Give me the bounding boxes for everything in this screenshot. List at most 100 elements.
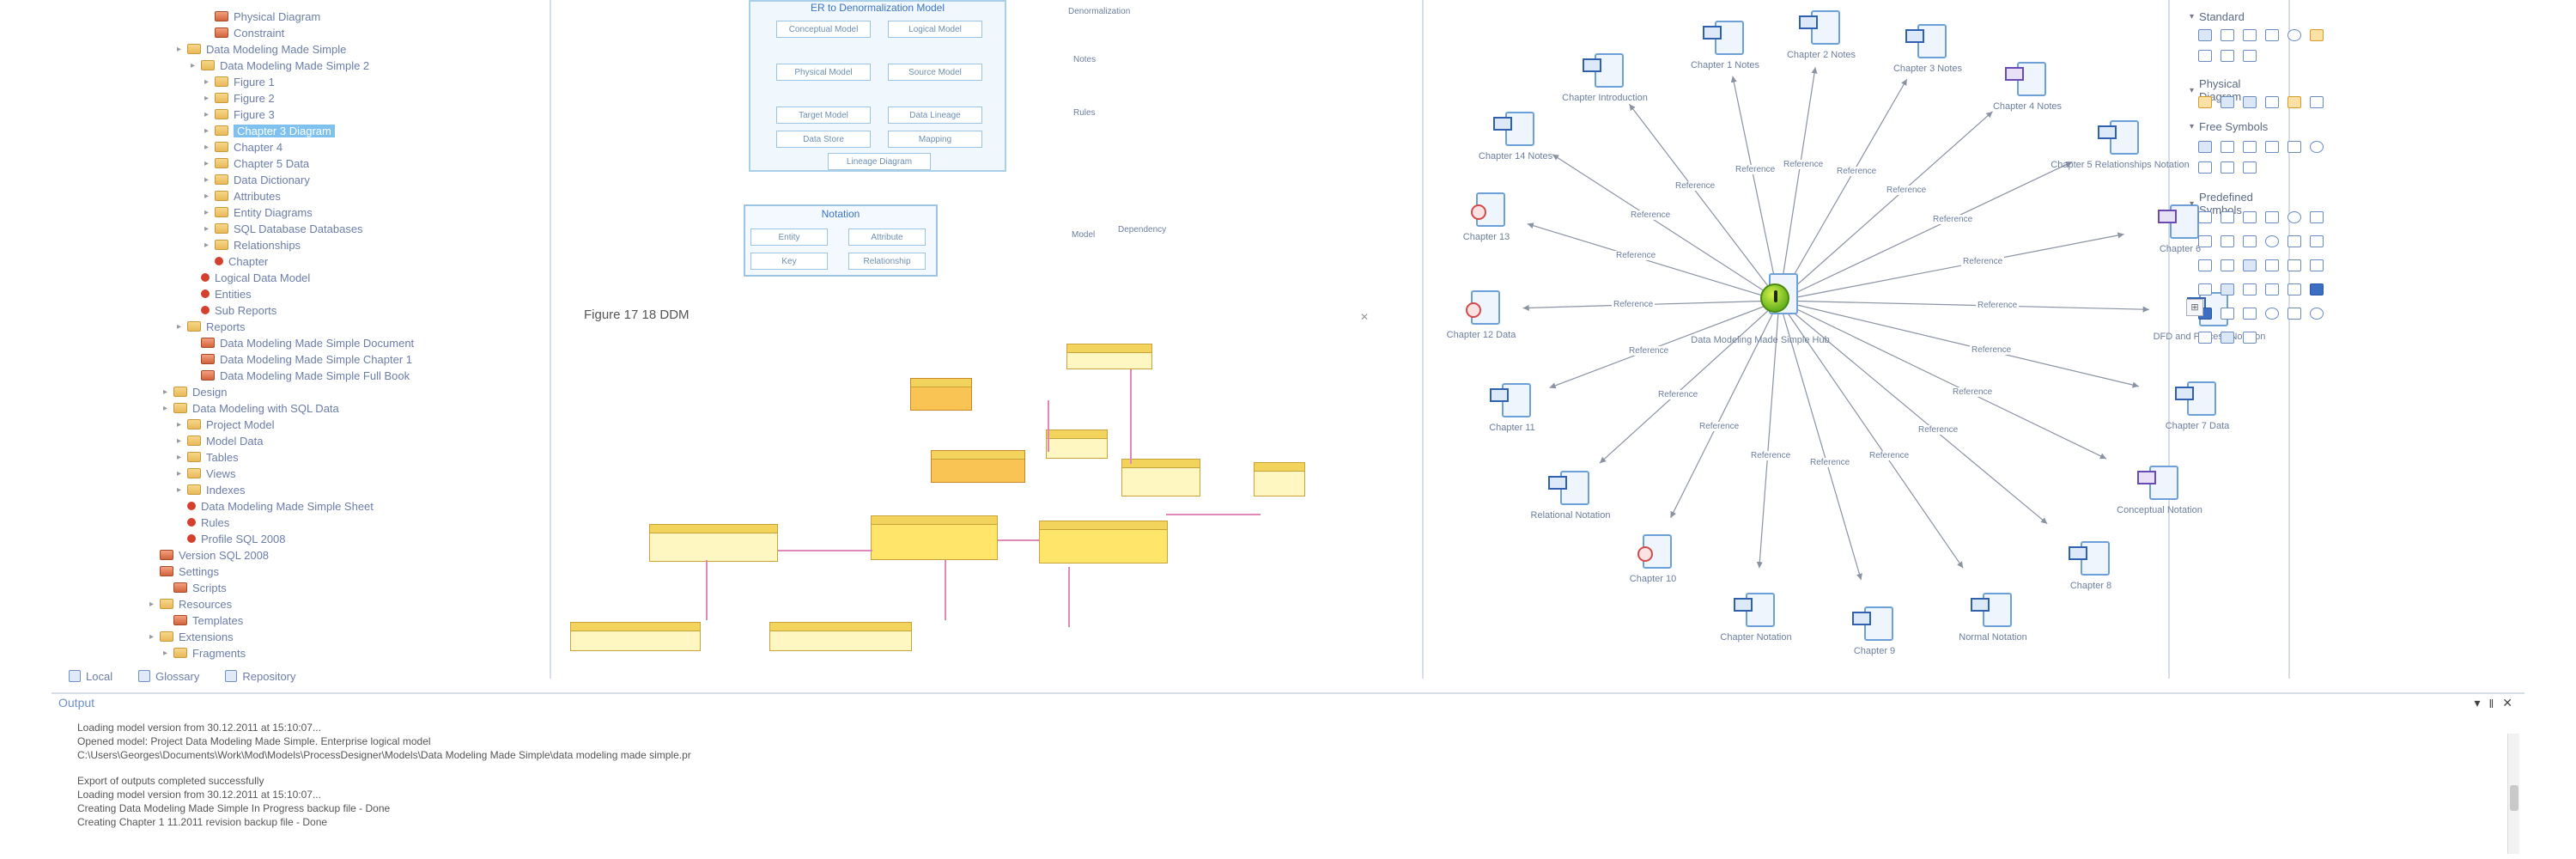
expand-toggle-icon[interactable]: ▸ [191, 60, 196, 70]
expand-toggle-icon[interactable]: ▸ [177, 484, 182, 495]
expand-toggle-icon[interactable]: ▸ [204, 93, 210, 103]
lineage-box[interactable]: Data Store [776, 131, 871, 148]
tool-icon[interactable] [2265, 308, 2279, 320]
tab-repository[interactable]: Repository [225, 670, 296, 683]
diagram-node[interactable]: Chapter 2 Notes [1748, 10, 1894, 60]
tool-icon[interactable] [2265, 259, 2279, 271]
expand-toggle-icon[interactable]: ▸ [204, 191, 210, 201]
dropdown-icon[interactable]: ▾ [2474, 696, 2481, 710]
tool-icon[interactable] [2310, 141, 2324, 153]
tree-item[interactable]: ▸Chapter 5 Data [204, 155, 309, 171]
tool-icon[interactable] [2243, 50, 2257, 62]
reference-connector[interactable] [1670, 300, 1780, 519]
tool-icon[interactable] [2221, 50, 2234, 62]
pane-divider[interactable] [1422, 0, 1424, 679]
tool-icon[interactable] [2287, 29, 2301, 41]
reference-connector[interactable] [1730, 76, 1780, 302]
hub-node[interactable] [1741, 273, 1819, 321]
tool-icon[interactable] [2198, 259, 2212, 271]
chevron-down-icon[interactable]: ▾ [2190, 198, 2195, 209]
lineage-box[interactable]: Target Model [776, 107, 871, 124]
diagram-node[interactable]: Normal Notation [1920, 593, 2066, 643]
diagram-node[interactable]: Chapter 14 Notes [1443, 112, 1589, 161]
tree-item[interactable]: ▸Design [163, 384, 227, 399]
tool-icon[interactable] [2287, 211, 2301, 223]
tree-item[interactable]: ▸Data Modeling with SQL Data [163, 400, 339, 416]
tool-icon[interactable] [2310, 259, 2324, 271]
tool-icon[interactable] [2221, 141, 2234, 153]
tree-item[interactable]: Data Modeling Made Simple Document [191, 335, 414, 350]
diagram-node[interactable]: Chapter 11 [1439, 383, 1585, 433]
lineage-box[interactable]: Source Model [888, 64, 982, 81]
expand-toggle-icon[interactable]: ▸ [177, 419, 182, 430]
tool-icon[interactable] [2198, 96, 2212, 108]
expand-toggle-icon[interactable]: ▸ [204, 109, 210, 119]
tree-item[interactable]: Chapter [204, 253, 268, 269]
tree-item[interactable]: ▸Data Modeling Made Simple 2 [191, 58, 369, 73]
tool-icon[interactable] [2287, 235, 2301, 247]
output-scrollbar[interactable] [2507, 734, 2519, 854]
tree-item[interactable]: Logical Data Model [191, 270, 310, 285]
tool-icon[interactable] [2243, 308, 2257, 320]
reference-connector[interactable] [1778, 300, 1964, 569]
expand-toggle-icon[interactable]: ▸ [163, 387, 168, 397]
entity-box[interactable] [1066, 344, 1152, 369]
tool-icon[interactable] [2243, 283, 2257, 295]
tree-item[interactable]: Sub Reports [191, 302, 276, 318]
tab-local[interactable]: Local [69, 670, 112, 683]
tool-icon[interactable] [2198, 50, 2212, 62]
tree-item[interactable]: ▸Attributes [204, 188, 281, 204]
reference-connector[interactable] [1628, 103, 1780, 302]
entity-box[interactable] [649, 524, 778, 562]
diagram-node[interactable]: Relational Notation [1498, 471, 1643, 521]
tool-icon[interactable] [2221, 96, 2234, 108]
entity-box[interactable] [1121, 459, 1200, 497]
notation-box[interactable]: Relationship [848, 253, 926, 270]
lineage-box[interactable]: Lineage Diagram [828, 153, 931, 170]
scroll-thumb[interactable] [2510, 785, 2518, 811]
expand-toggle-icon[interactable]: ▸ [149, 599, 155, 609]
expand-toggle-icon[interactable]: ▸ [163, 648, 168, 658]
tab-glossary[interactable]: Glossary [138, 670, 199, 683]
reference-connector[interactable] [1599, 300, 1780, 464]
chevron-down-icon[interactable]: ▾ [2190, 12, 2195, 21]
tree-item[interactable]: ▸Fragments [163, 645, 246, 661]
expand-toggle-icon[interactable]: ▸ [204, 207, 210, 217]
tree-item[interactable]: ▸Chapter 3 Diagram [204, 123, 335, 138]
tool-icon[interactable] [2198, 29, 2212, 41]
diagram-node[interactable]: Chapter 8 [2018, 541, 2164, 591]
reference-connector[interactable] [1778, 300, 2149, 313]
expand-toggle-icon[interactable]: ▸ [204, 240, 210, 250]
tool-icon[interactable] [2221, 259, 2234, 271]
pane-divider[interactable] [550, 0, 551, 679]
tree-item[interactable]: Data Modeling Made Simple Sheet [177, 498, 374, 514]
tree-item[interactable]: ▸Relationships [204, 237, 301, 253]
tool-icon[interactable] [2221, 211, 2234, 223]
chevron-down-icon[interactable]: ▾ [2190, 85, 2195, 95]
reference-connector[interactable] [1778, 300, 2139, 388]
lineage-diagram[interactable]: ER to Denormalization Model Conceptual M… [749, 0, 1006, 172]
lineage-box[interactable]: Data Lineage [888, 107, 982, 124]
reference-connector[interactable] [1778, 67, 1818, 302]
expand-toggle-icon[interactable]: ▸ [204, 158, 210, 168]
entity-box[interactable] [769, 622, 912, 651]
tree-item[interactable]: ▸Figure 2 [204, 90, 275, 106]
diagram-node[interactable]: Chapter 5 Relationships Notation [2047, 120, 2193, 170]
tree-item[interactable]: ▸Project Model [177, 417, 274, 432]
tree-item[interactable]: ▸Data Modeling Made Simple [177, 41, 346, 57]
notation-box[interactable]: Entity [750, 228, 828, 246]
tree-item[interactable]: ▸Figure 1 [204, 74, 275, 89]
tree-item[interactable]: Constraint [204, 25, 284, 40]
tree-item[interactable]: Physical Diagram [204, 9, 320, 24]
tree-item[interactable]: ▸Data Dictionary [204, 172, 310, 187]
expand-toggle-icon[interactable]: ▸ [177, 436, 182, 446]
tool-icon[interactable] [2265, 211, 2279, 223]
tool-icon[interactable] [2243, 29, 2257, 41]
tool-icon[interactable] [2287, 141, 2301, 153]
tool-icon[interactable] [2310, 29, 2324, 41]
reference-connector[interactable] [1552, 154, 1780, 302]
tool-icon[interactable] [2243, 259, 2257, 271]
tree-item[interactable]: Scripts [163, 580, 227, 595]
tree-item[interactable]: Version SQL 2008 [149, 547, 269, 563]
lineage-box[interactable]: Conceptual Model [776, 21, 871, 38]
